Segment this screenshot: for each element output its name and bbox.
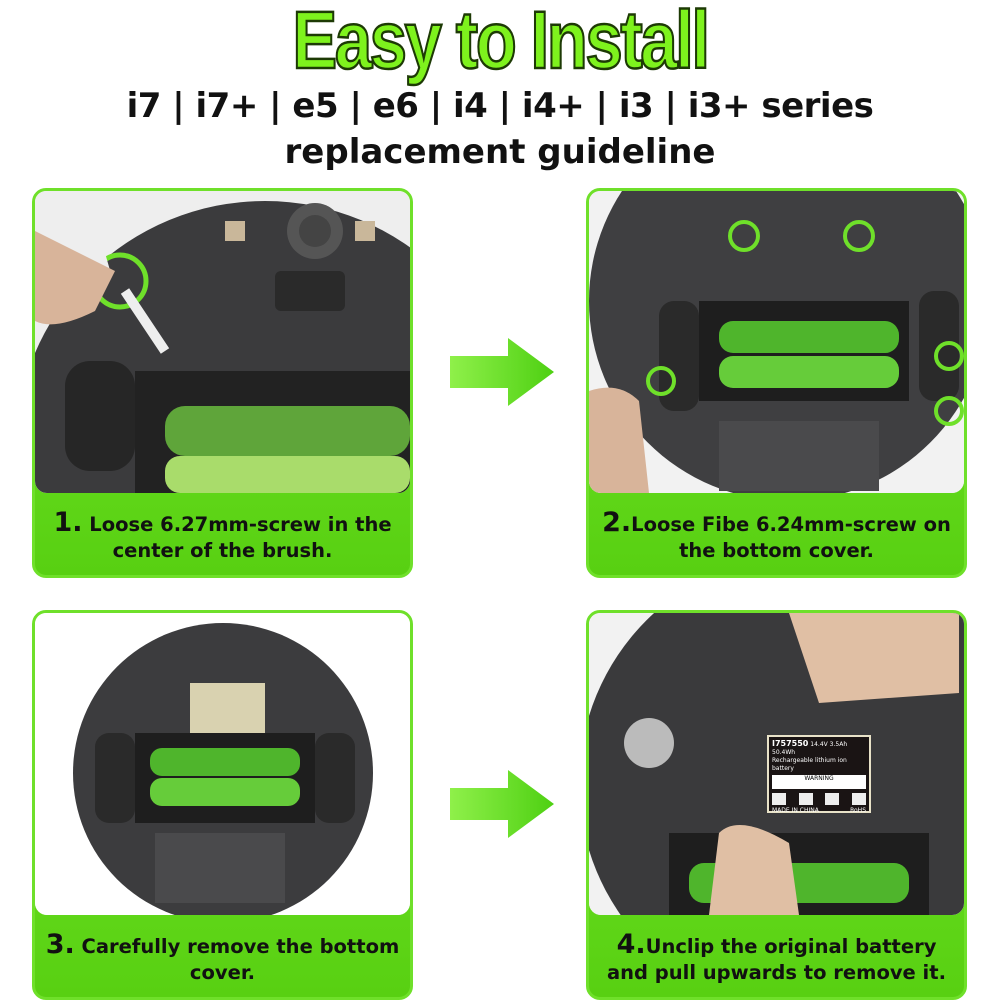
models-line: i7 | i7+ | e5 | e6 | i4 | i4+ | i3 | i3+… bbox=[126, 86, 874, 126]
step-4-number: 4. bbox=[616, 929, 646, 960]
step-2-photo bbox=[589, 191, 964, 493]
step-3-text: Carefully remove the bottom cover. bbox=[81, 935, 400, 984]
battery-type: Rechargeable lithium ion battery bbox=[772, 757, 847, 772]
step-1-number: 1. bbox=[53, 507, 83, 538]
step-4-text: Unclip the original battery and pull upw… bbox=[607, 935, 946, 984]
battery-rohs: RoHS bbox=[850, 807, 866, 814]
battery-origin: MADE IN CHINA bbox=[772, 807, 819, 814]
subtitle: replacement guideline bbox=[284, 132, 716, 172]
step-4-caption: 4.Unclip the original battery and pull u… bbox=[589, 919, 964, 997]
step-3-number: 3. bbox=[45, 929, 75, 960]
step-2-text: Loose Fibe 6.24mm-screw on the bottom co… bbox=[631, 513, 951, 562]
step-2-panel: 2.Loose Fibe 6.24mm-screw on the bottom … bbox=[586, 188, 967, 578]
step-3-panel: 3. Carefully remove the bottom cover. bbox=[32, 610, 413, 1000]
arrow-right-icon bbox=[450, 770, 554, 838]
step-1-caption: 1. Loose 6.27mm-screw in the center of t… bbox=[35, 497, 410, 575]
arrow-right-icon bbox=[450, 338, 554, 406]
step-1-panel: 1. Loose 6.27mm-screw in the center of t… bbox=[32, 188, 413, 578]
step-4-panel: I757550 14.4V 3.5Ah 50.4Wh Rechargeable … bbox=[586, 610, 967, 1000]
step-1-text: Loose 6.27mm-screw in the center of the … bbox=[89, 513, 392, 562]
step-4-photo: I757550 14.4V 3.5Ah 50.4Wh Rechargeable … bbox=[589, 613, 964, 915]
battery-specs: 14.4V 3.5Ah 50.4Wh bbox=[772, 741, 848, 756]
step-1-photo bbox=[35, 191, 410, 493]
step-2-caption: 2.Loose Fibe 6.24mm-screw on the bottom … bbox=[589, 497, 964, 575]
title: Easy to Install bbox=[291, 0, 711, 87]
step-3-photo bbox=[35, 613, 410, 915]
step-2-number: 2. bbox=[602, 507, 632, 538]
battery-label: I757550 14.4V 3.5Ah 50.4Wh Rechargeable … bbox=[767, 735, 871, 814]
battery-warning: WARNING bbox=[772, 775, 866, 789]
step-3-caption: 3. Carefully remove the bottom cover. bbox=[35, 919, 410, 997]
battery-model: I757550 bbox=[772, 739, 809, 748]
